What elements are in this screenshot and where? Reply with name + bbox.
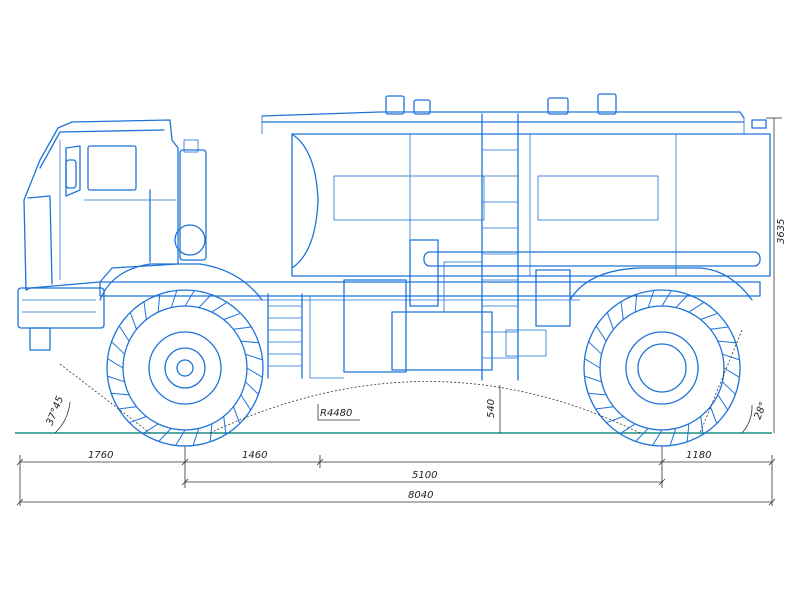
tread-lug bbox=[107, 375, 125, 383]
tow-hook bbox=[29, 327, 51, 351]
tread-lug bbox=[129, 416, 147, 424]
chassis bbox=[99, 239, 761, 379]
rear-wheel bbox=[583, 289, 741, 447]
tread-lug bbox=[606, 416, 624, 424]
tread-lug bbox=[198, 294, 212, 308]
tread-lug bbox=[661, 290, 672, 307]
pump-compartment bbox=[391, 311, 493, 371]
tread-lug bbox=[686, 423, 690, 442]
tread-lug bbox=[634, 294, 638, 313]
tread-lug bbox=[710, 406, 718, 424]
tread-lug bbox=[710, 326, 729, 330]
cab bbox=[17, 119, 207, 351]
tread-lug bbox=[584, 375, 602, 383]
tread-lug bbox=[192, 428, 200, 446]
dim-departure-angle: 28° bbox=[753, 401, 770, 422]
tread-lug bbox=[175, 429, 186, 446]
tread-lug bbox=[157, 294, 161, 313]
fuel-tank-round bbox=[174, 224, 206, 256]
tread-lug bbox=[620, 301, 624, 320]
tread-lug bbox=[595, 325, 607, 342]
tread-lug bbox=[635, 428, 649, 442]
tread-lug bbox=[688, 301, 705, 313]
tread-lug bbox=[595, 406, 614, 410]
front-wheel bbox=[106, 289, 264, 447]
tread-lug bbox=[233, 406, 241, 424]
front-fender bbox=[99, 263, 263, 301]
dim-approach-angle: 37°45 bbox=[45, 395, 67, 427]
tread-lug bbox=[669, 428, 677, 446]
rear-box bbox=[535, 269, 571, 327]
tread-lug bbox=[223, 312, 241, 320]
tread-lug bbox=[240, 394, 252, 411]
front-bumper bbox=[17, 287, 105, 329]
dim-height: 3635 bbox=[776, 219, 787, 244]
rear-fender bbox=[569, 267, 753, 301]
tread-lug bbox=[118, 325, 130, 342]
tread-lug bbox=[111, 392, 130, 396]
tread-lug bbox=[584, 358, 601, 369]
tread-lug bbox=[246, 367, 263, 378]
tread-lug bbox=[619, 423, 636, 435]
tread-lug bbox=[143, 301, 147, 320]
tread-lug bbox=[233, 326, 252, 330]
tread-lug bbox=[723, 367, 740, 378]
tread-lug bbox=[211, 301, 228, 313]
tread-lug bbox=[240, 340, 259, 344]
tread-lug bbox=[158, 428, 172, 442]
air-intake bbox=[179, 149, 207, 261]
side-pipe bbox=[423, 251, 761, 267]
manhole-hatch-1 bbox=[385, 95, 405, 115]
tread-lug bbox=[652, 429, 663, 446]
tread-lug bbox=[722, 381, 736, 395]
tread-lug bbox=[588, 341, 602, 355]
tread-lug bbox=[245, 381, 259, 395]
tread-lug bbox=[111, 341, 125, 355]
tread-lug bbox=[223, 416, 227, 435]
dim-rear-overhang: 1180 bbox=[686, 450, 711, 461]
dim-front-overhang: 1760 bbox=[88, 450, 113, 461]
dim-ramp-radius: R4480 bbox=[320, 408, 352, 419]
cab-side-window bbox=[87, 145, 137, 191]
tread-lug bbox=[184, 290, 195, 307]
tread-lug bbox=[107, 358, 124, 369]
tread-lug bbox=[118, 406, 137, 410]
dim-wheelbase: 5100 bbox=[412, 470, 437, 481]
tread-lug bbox=[647, 290, 655, 308]
manhole-hatch-2 bbox=[547, 97, 569, 115]
tread-lug bbox=[588, 392, 607, 396]
tread-lug bbox=[129, 312, 137, 330]
tread-lug bbox=[700, 312, 718, 320]
tread-lug bbox=[717, 340, 736, 344]
tread-lug bbox=[245, 353, 263, 361]
tank bbox=[261, 93, 771, 381]
dim-axle-offset: 1460 bbox=[242, 450, 267, 461]
tread-lug bbox=[717, 394, 729, 411]
tread-lug bbox=[170, 290, 178, 308]
dim-overall-length: 8040 bbox=[408, 490, 433, 501]
tread-lug bbox=[675, 294, 689, 308]
tread-lug bbox=[606, 312, 614, 330]
tread-lug bbox=[700, 416, 704, 435]
tread-lug bbox=[142, 423, 159, 435]
equipment-box bbox=[343, 279, 407, 373]
side-mirror bbox=[65, 159, 77, 189]
dim-ground-clearance: 540 bbox=[486, 399, 497, 418]
